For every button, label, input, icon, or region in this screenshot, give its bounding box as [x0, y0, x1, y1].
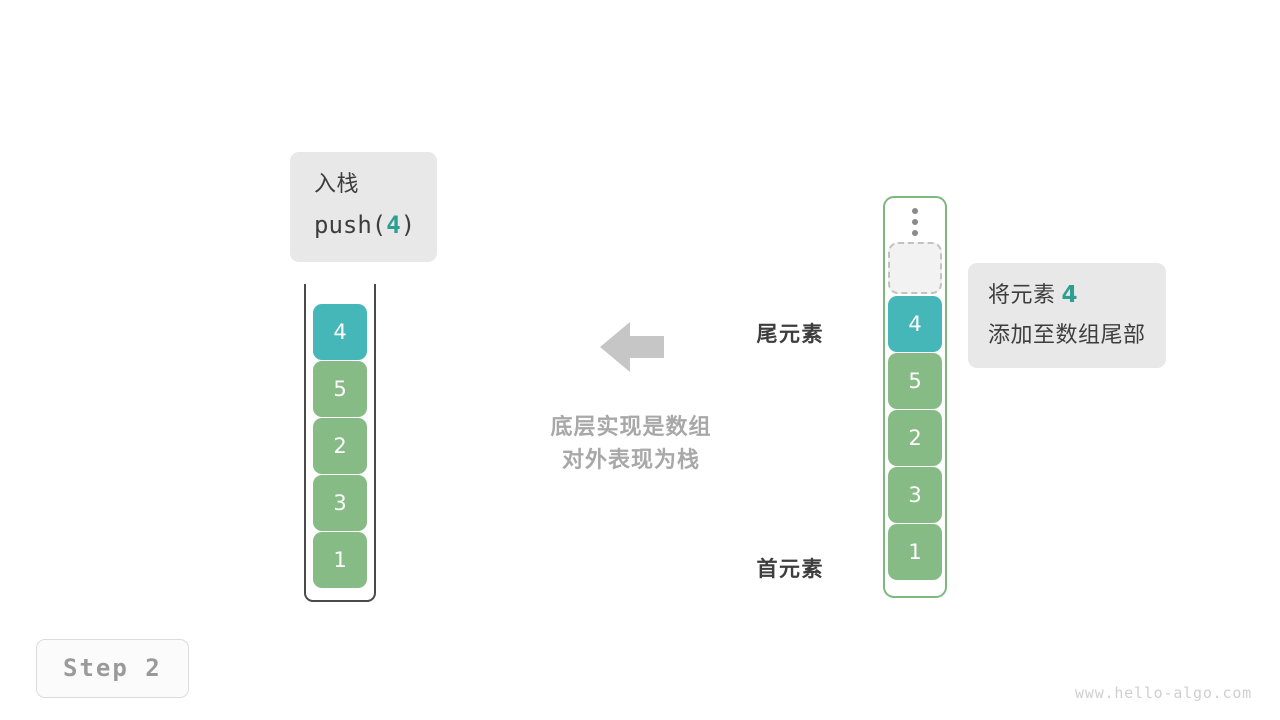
center-note: 底层实现是数组 对外表现为栈	[530, 412, 732, 477]
array-cell: 5	[888, 353, 942, 409]
array-empty-slot	[888, 242, 942, 294]
label-tail-element: 尾元素	[756, 322, 824, 346]
center-note-line-2: 对外表现为栈	[561, 447, 700, 473]
center-note-line-1: 底层实现是数组	[550, 415, 712, 440]
push-callout-code: push(4)	[314, 207, 415, 243]
push-code-prefix: push(	[314, 211, 387, 240]
stack-cell: 2	[313, 418, 367, 474]
array-cell: 4	[888, 296, 942, 352]
tail-callout-line-2: 添加至数组尾部	[988, 322, 1146, 348]
stack-cell: 5	[313, 361, 367, 417]
step-badge: Step 2	[36, 639, 189, 698]
tail-callout-value: 4	[1061, 282, 1079, 308]
push-callout: 入栈 push(4)	[290, 152, 438, 262]
vertical-ellipsis-icon	[912, 205, 918, 239]
array-cell: 3	[888, 467, 942, 523]
left-arrow-icon	[600, 318, 664, 376]
stack-cell: 4	[313, 304, 367, 360]
watermark: www.hello-algo.com	[1075, 684, 1252, 702]
stack-cell: 3	[313, 475, 367, 531]
push-code-value: 4	[386, 211, 401, 240]
array-cell: 2	[888, 410, 942, 466]
push-code-suffix: )	[400, 211, 416, 240]
tail-callout-text-1: 将元素	[988, 283, 1056, 308]
label-head-element: 首元素	[756, 557, 824, 581]
push-callout-title: 入栈	[314, 172, 360, 197]
array-cell: 1	[888, 524, 942, 580]
stack-cell: 1	[313, 532, 367, 588]
